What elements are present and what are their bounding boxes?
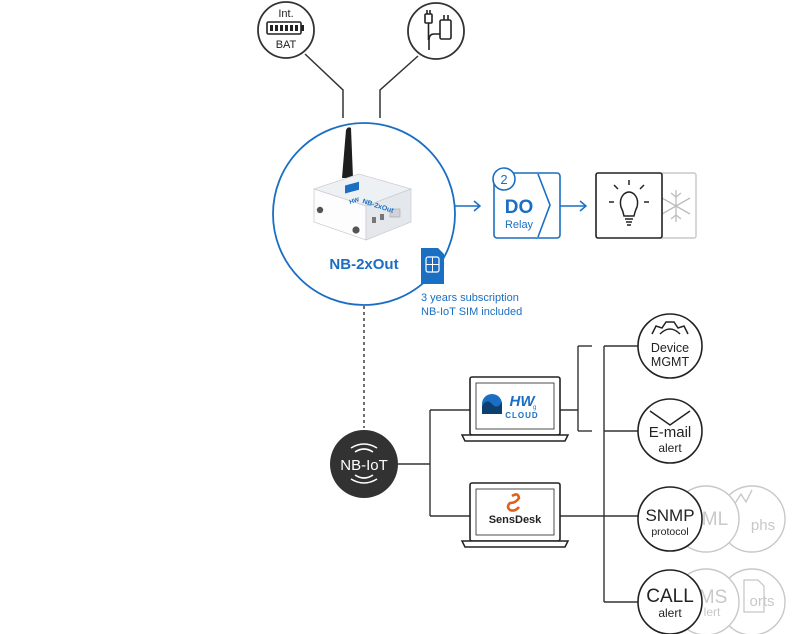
nbiot-network-node: NB-IoT (330, 430, 398, 498)
output-arrows (455, 200, 588, 212)
relay-count-badge (492, 167, 516, 191)
relay-label: DO (505, 197, 534, 218)
device-mgmt-service: Device MGMT (637, 313, 703, 379)
battery-label-line2: BAT (276, 39, 297, 51)
power-adapter-node (407, 2, 465, 60)
battery-label-line1: Int. (278, 8, 293, 20)
nbiot-label: NB-IoT (340, 457, 388, 474)
sms-ghost-sublabel: lert (704, 605, 721, 619)
xml-ghost-label: ML (702, 509, 728, 530)
network-tree-lines (398, 345, 640, 603)
device-mgmt-line2: MGMT (651, 355, 690, 369)
snmp-line2: protocol (651, 526, 688, 538)
call-line2: alert (658, 606, 682, 620)
sim-subscription-line1: 3 years subscription (421, 292, 519, 304)
email-alert-service: E-mail alert (637, 398, 703, 464)
battery-icon (266, 21, 304, 35)
sms-ghost-label: MS (699, 587, 728, 608)
light-bulb-icon (609, 180, 649, 226)
hwg-brand-sub: g (533, 405, 536, 411)
load-block (595, 172, 697, 239)
snmp-line1: SNMP (645, 506, 694, 525)
call-alert-service: CALL alert (637, 569, 703, 634)
device-mgmt-line1: Device (651, 341, 689, 355)
sim-card (421, 248, 444, 284)
power-connectors (304, 53, 419, 118)
email-line2: alert (658, 441, 682, 455)
envelope-icon (649, 410, 691, 426)
sim-subscription-line2: NB-IoT SIM included (421, 306, 522, 318)
signal-waves-icon (350, 443, 378, 484)
hwg-cloud-laptop: HW g CLOUD (460, 376, 570, 442)
snmp-service: SNMP protocol (637, 486, 703, 552)
device-node: HW NB-2xOut NB-2xOut (272, 122, 456, 306)
hwg-brand: HW (510, 393, 537, 410)
report-document-icon (743, 579, 765, 613)
call-line1: CALL (646, 586, 694, 607)
relay-sublabel: Relay (505, 219, 534, 231)
antenna-icon (342, 127, 353, 178)
device-name: NB-2xOut (329, 256, 398, 273)
internal-battery-node: Int. BAT (257, 1, 315, 59)
reports-ghost-label: orts (749, 593, 774, 610)
cloud-label: CLOUD (505, 411, 538, 420)
hwg-cloud-logo: HW g CLOUD (482, 393, 538, 420)
email-line1: E-mail (649, 424, 692, 441)
device-box-logo: HW (349, 197, 361, 206)
sensdesk-laptop: SensDesk (460, 482, 570, 548)
snowflake-icon (661, 190, 691, 222)
sensdesk-label: SensDesk (489, 514, 542, 526)
power-plug-icon (424, 10, 452, 50)
device-box-image: HW NB-2xOut (312, 127, 413, 241)
graph-line-icon (733, 489, 753, 506)
relay-output-block: 2 DO Relay (492, 167, 561, 239)
graphs-ghost-label: phs (751, 517, 775, 534)
gear-icon (651, 321, 689, 335)
relay-count: 2 (500, 172, 507, 187)
sensdesk-logo: SensDesk (489, 493, 542, 526)
